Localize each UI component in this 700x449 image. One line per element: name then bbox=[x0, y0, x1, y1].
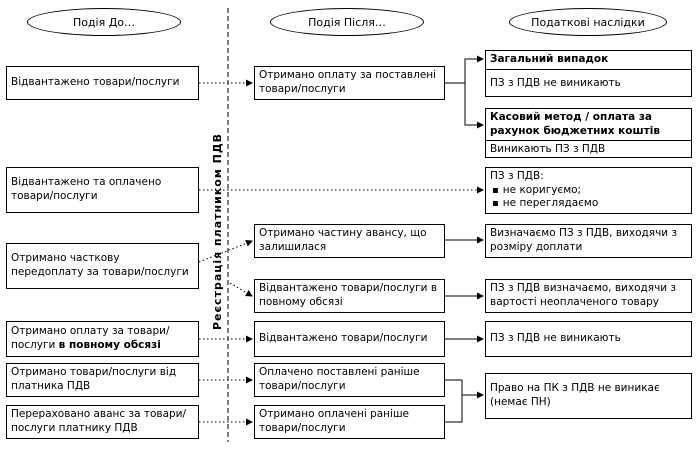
consequence-cash-text: Виникають ПЗ з ПДВ bbox=[490, 143, 606, 156]
consequence-general-text: ПЗ з ПДВ не виникають bbox=[490, 76, 621, 89]
consequence-no-credit: Право на ПК з ПДВ не виникає (немає ПН) bbox=[485, 373, 692, 419]
header-before: Подія До… bbox=[27, 8, 181, 36]
arrow-split-2 bbox=[464, 83, 484, 129]
consequence-unpaid-value: ПЗ з ПДВ визначаємо, виходячи з вартості… bbox=[485, 279, 692, 313]
arrow-merge-2 bbox=[445, 395, 463, 423]
after-event-2: Отримано частину авансу, що залишилася bbox=[254, 224, 445, 258]
registration-label: Реєстрація платником ПДВ bbox=[211, 132, 224, 330]
consequence-general-title: Загальний випадок bbox=[486, 51, 691, 70]
before-event-5: Отримано товари/послуги від платника ПДВ bbox=[6, 363, 199, 397]
after-event-5: Оплачено поставлені раніше товари/послуг… bbox=[254, 363, 445, 397]
after-event-1: Отримано оплату за поставлені товари/пос… bbox=[254, 66, 445, 100]
before-event-1: Відвантажено товари/послуги bbox=[6, 66, 199, 100]
arrow-merge-1 bbox=[445, 379, 484, 399]
header-after: Подія Після… bbox=[270, 8, 424, 36]
consequence-no-adjust-item-2: не переглядаємо bbox=[502, 197, 687, 211]
before-event-4-bold: в повному обсязі bbox=[58, 339, 161, 351]
consequence-none: ПЗ з ПДВ не виникають bbox=[485, 321, 692, 357]
before-event-3: Отримано часткову передоплату за товари/… bbox=[6, 243, 199, 289]
before-event-6: Перераховано аванс за товари/ послуги пл… bbox=[6, 405, 199, 439]
dotted-arrow-3b bbox=[229, 282, 253, 297]
after-event-3: Відвантажено товари/послуги в повному об… bbox=[254, 279, 445, 313]
after-event-4: Відвантажено товари/послуги bbox=[254, 321, 445, 357]
consequence-prepay-rest: Визначаємо ПЗ з ПДВ, виходячи з розміру … bbox=[485, 224, 692, 258]
before-event-2: Відвантажено та оплачено товари/послуги bbox=[6, 167, 199, 213]
consequence-cash-title: Касовий метод / оплата за рахунок бюджет… bbox=[486, 109, 691, 142]
dotted-arrow-3a bbox=[198, 239, 253, 263]
consequence-cash: Касовий метод / оплата за рахунок бюджет… bbox=[485, 108, 692, 158]
consequence-no-adjust-item-1: не коригуємо; bbox=[502, 184, 687, 198]
header-consequences: Податкові наслідки bbox=[509, 8, 667, 36]
before-event-4-text: Отримано оплату за товари/ послуги bbox=[11, 325, 170, 351]
consequence-no-adjust: ПЗ з ПДВ: не коригуємо; не переглядаємо bbox=[485, 167, 692, 214]
before-event-4: Отримано оплату за товари/ послуги в пов… bbox=[6, 321, 199, 357]
consequence-general: Загальний випадок ПЗ з ПДВ не виникають bbox=[485, 50, 692, 97]
consequence-no-adjust-title: ПЗ з ПДВ: bbox=[490, 170, 544, 182]
arrow-split-1 bbox=[445, 55, 484, 84]
after-event-6: Отримано оплачені раніше товари/послуги bbox=[254, 405, 445, 439]
